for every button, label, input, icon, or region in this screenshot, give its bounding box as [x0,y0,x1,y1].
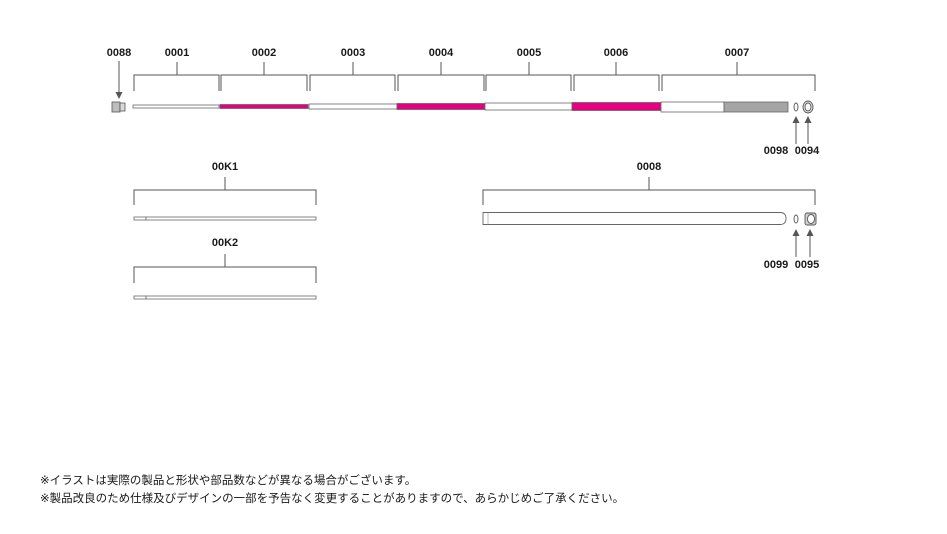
segment-0005 [484,102,573,111]
bracket-0008 [482,177,816,205]
label-0099: 0099 [764,259,788,271]
label-0002: 0002 [252,47,276,59]
segment-0006 [571,102,662,111]
bracket-0006 [573,62,660,91]
bracket-0001 [133,62,220,91]
segment-0007-gray [723,101,789,113]
label-0004: 0004 [429,47,454,59]
arrow-0099 [792,229,800,257]
label-0008: 0008 [637,161,661,173]
label-0003: 0003 [341,47,365,59]
arrow-0095 [806,229,814,257]
rod-assembly-top [132,101,789,113]
bracket-0005 [485,62,572,91]
butt-cap-0088 [111,101,126,113]
label-0007: 0007 [725,47,749,59]
brackets-top-row [133,62,816,91]
rod-00K2 [133,295,317,300]
disclaimer-illustration: ※イラストは実際の製品と形状や部品数などが異なる場合がございます。 [40,473,417,487]
label-0001: 0001 [165,47,189,59]
bracket-0002 [220,62,308,91]
bracket-00K1 [133,177,317,205]
label-00K2: 00K2 [212,237,238,249]
bracket-0007 [661,62,816,91]
label-00K1: 00K1 [212,161,238,173]
ring-0099 [793,214,799,224]
label-0088: 0088 [107,47,131,59]
rod-0008 [482,212,787,225]
cap-0095 [804,212,817,226]
rod-00K1 [133,216,317,221]
segment-0001 [132,104,220,109]
label-0098: 0098 [764,145,788,157]
arrow-0098 [792,116,800,144]
bracket-00K2 [133,254,317,283]
label-0005: 0005 [517,47,541,59]
arrow-0094 [804,116,812,144]
label-0094: 0094 [795,145,820,157]
label-0095: 0095 [795,259,819,271]
arrow-0088 [115,61,123,99]
segment-0002 [219,104,309,109]
cap-0094 [802,100,814,114]
bracket-0003 [309,62,396,91]
ring-0098 [793,102,799,112]
segment-0007-white [660,101,725,113]
disclaimer-spec-change: ※製品改良のため仕様及びデザインの一部を予告なく変更することがありますので、あら… [40,491,625,505]
label-0006: 0006 [604,47,628,59]
segment-0003 [308,103,398,110]
segment-0004 [396,103,486,110]
bracket-0004 [397,62,485,91]
